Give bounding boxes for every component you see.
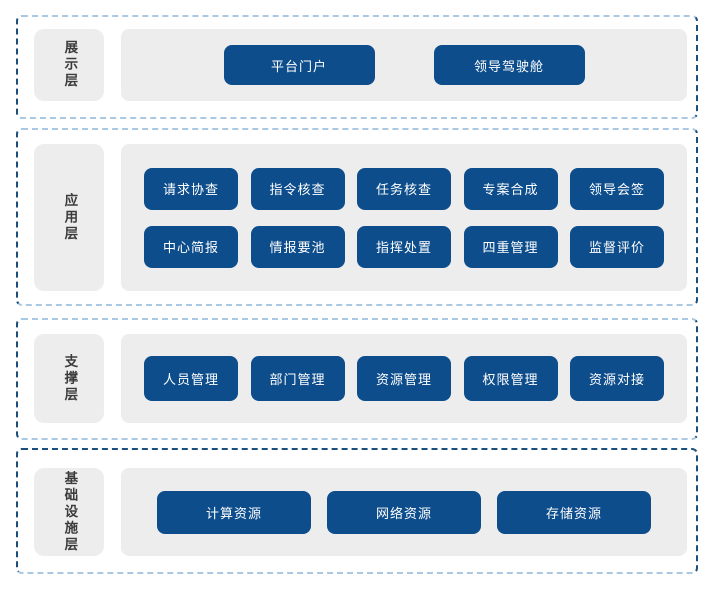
module-command-disposal: 指挥处置 [357, 225, 451, 268]
layer-application: 应用层 请求协查 指令核查 任务核查 专案合成 领导会签 中心简报 情报要池 指… [16, 128, 698, 306]
module-department-management: 部门管理 [250, 356, 345, 401]
layer-presentation: 展示层 平台门户 领导驾驶舱 [16, 15, 698, 119]
module-platform-portal: 平台门户 [223, 45, 375, 85]
module-center-briefing: 中心简报 [144, 225, 238, 268]
support-row: 人员管理 部门管理 资源管理 权限管理 资源对接 [144, 356, 664, 401]
module-order-verification: 指令核查 [250, 167, 345, 210]
module-permission-management: 权限管理 [463, 356, 558, 401]
layer-support-label: 支撑层 [62, 353, 78, 404]
layer-infrastructure-label-box: 基础设施层 [34, 468, 104, 556]
layer-support: 支撑层 人员管理 部门管理 资源管理 权限管理 资源对接 [16, 318, 698, 440]
module-case-synthesis: 专案合成 [463, 167, 558, 210]
module-compute-resource: 计算资源 [157, 490, 311, 534]
layer-presentation-panel: 平台门户 领导驾驶舱 [121, 29, 687, 101]
application-row-2: 中心简报 情报要池 指挥处置 四重管理 监督评价 [144, 225, 664, 268]
layer-application-label: 应用层 [62, 192, 78, 243]
layer-presentation-label: 展示层 [62, 40, 78, 90]
module-personnel-management: 人员管理 [144, 356, 238, 401]
module-resource-management: 资源管理 [357, 356, 451, 401]
module-leader-cockpit: 领导驾驶舱 [433, 45, 585, 85]
layer-presentation-label-box: 展示层 [34, 29, 104, 101]
module-intel-pool: 情报要池 [250, 225, 345, 268]
module-request-assist-check: 请求协查 [144, 167, 238, 210]
layer-support-label-box: 支撑层 [34, 334, 104, 423]
module-storage-resource: 存储资源 [497, 490, 651, 534]
layer-infrastructure-panel: 计算资源 网络资源 存储资源 [121, 468, 687, 556]
module-fourfold-management: 四重管理 [463, 225, 558, 268]
layer-application-label-box: 应用层 [34, 144, 104, 291]
layer-infrastructure: 基础设施层 计算资源 网络资源 存储资源 [16, 448, 698, 574]
layer-support-panel: 人员管理 部门管理 资源管理 权限管理 资源对接 [121, 334, 687, 423]
module-task-verification: 任务核查 [357, 167, 451, 210]
application-row-1: 请求协查 指令核查 任务核查 专案合成 领导会签 [144, 167, 664, 210]
module-resource-integration: 资源对接 [570, 356, 664, 401]
module-supervision-evaluation: 监督评价 [570, 225, 664, 268]
module-leader-countersign: 领导会签 [570, 167, 664, 210]
layer-application-panel: 请求协查 指令核查 任务核查 专案合成 领导会签 中心简报 情报要池 指挥处置 … [121, 144, 687, 291]
layer-infrastructure-label: 基础设施层 [62, 470, 78, 554]
module-network-resource: 网络资源 [327, 490, 481, 534]
